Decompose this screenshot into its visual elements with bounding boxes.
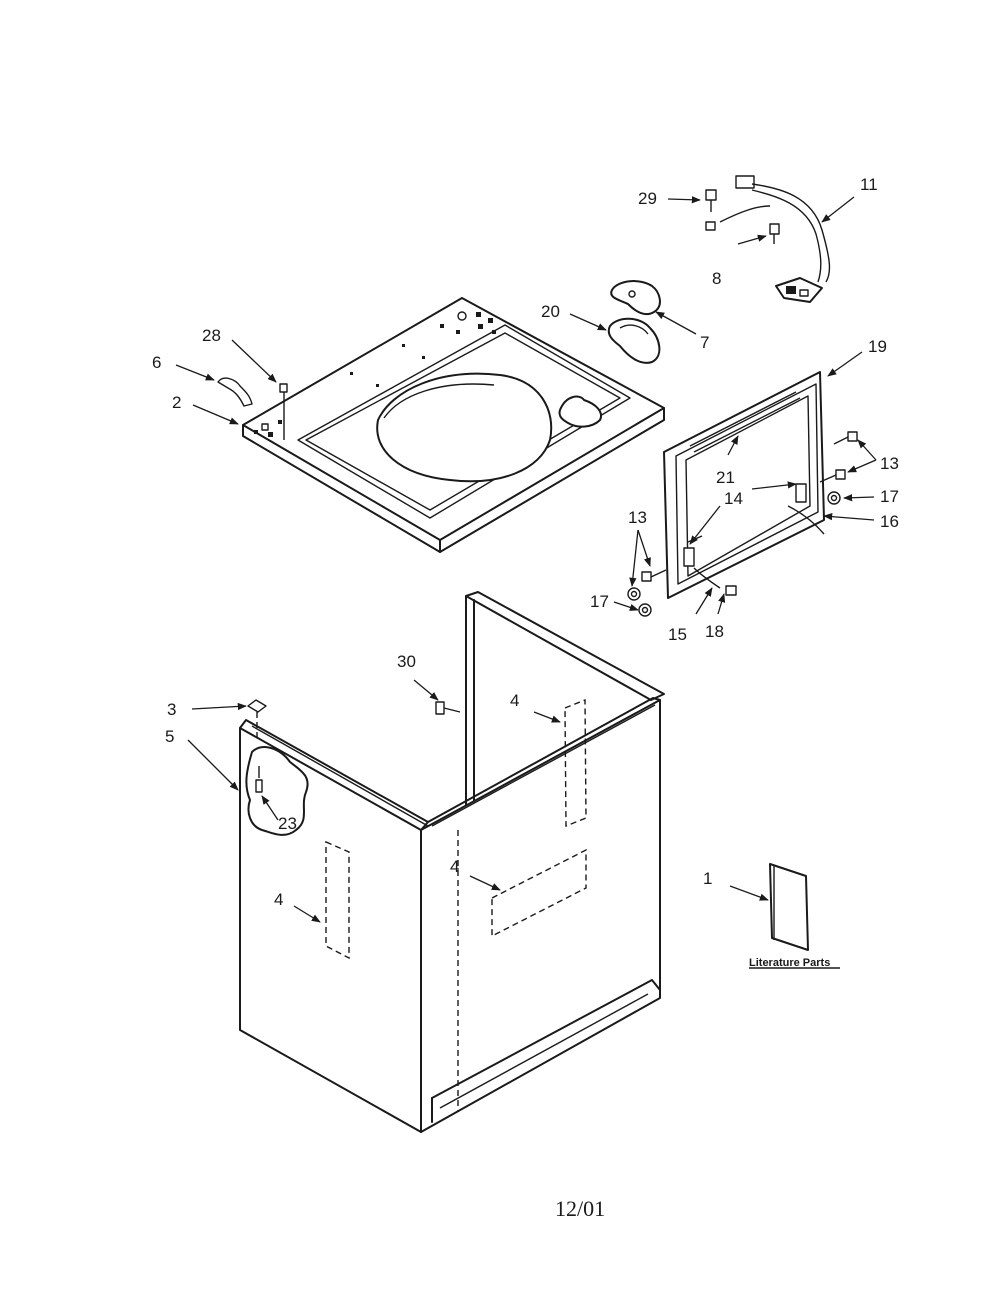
callout-18: 18	[705, 622, 724, 641]
callout-16: 16	[880, 512, 899, 531]
callout-17-right: 17	[880, 487, 899, 506]
label-outline-front	[491, 848, 587, 938]
bumper-icon	[725, 585, 737, 596]
callout-2: 2	[172, 393, 181, 412]
lid-opening	[376, 372, 553, 483]
screw-icon	[435, 701, 461, 715]
lid-switch-harness	[719, 175, 831, 303]
wire-clip-icon	[217, 377, 253, 407]
nut-icon	[638, 603, 652, 617]
screw-icon	[769, 223, 780, 244]
nut-icon	[827, 491, 841, 505]
label-outline-rear	[564, 698, 587, 828]
screw-icon	[705, 189, 717, 231]
callout-arrows	[175, 196, 877, 923]
callout-labels: 29 11 8 20 7 28 6 2 19 13 17 16 21 14 13…	[152, 175, 899, 1221]
hinge-base-icon	[607, 317, 661, 364]
nut-icon	[627, 587, 641, 601]
callout-6: 6	[152, 353, 161, 372]
callout-20: 20	[541, 302, 560, 321]
callout-1: 1	[703, 869, 712, 888]
label-outline-side	[325, 840, 350, 960]
callout-4-rear: 4	[510, 691, 519, 710]
callout-14-upper: 14	[724, 489, 743, 508]
callout-17-left: 17	[590, 592, 609, 611]
clip-icon	[247, 699, 267, 740]
literature-label: Literature Parts	[749, 957, 830, 969]
hinge-cover-icon	[610, 280, 661, 316]
washer-top	[242, 297, 665, 553]
callout-3: 3	[167, 700, 176, 719]
callout-4-side: 4	[274, 890, 283, 909]
callout-19: 19	[868, 337, 887, 356]
callout-11: 11	[860, 175, 878, 194]
callout-8: 8	[712, 269, 721, 288]
callout-4-front: 4	[450, 857, 459, 876]
callout-5: 5	[165, 727, 174, 746]
screw-icon	[833, 431, 858, 445]
literature-booklet	[769, 863, 809, 951]
callout-13-right: 13	[880, 454, 899, 473]
screw-icon	[255, 766, 263, 793]
callout-13-left: 13	[628, 508, 647, 527]
washer-lid	[663, 371, 825, 599]
screw-icon	[641, 569, 667, 582]
callout-7: 7	[700, 333, 709, 352]
callout-21: 21	[716, 468, 735, 487]
screw-icon	[279, 383, 288, 440]
callout-28: 28	[202, 326, 221, 345]
callout-23: 23	[278, 814, 297, 833]
callout-29: 29	[638, 189, 657, 208]
callout-15: 15	[668, 625, 687, 644]
screw-icon	[819, 469, 846, 483]
callout-30: 30	[397, 652, 416, 671]
cabinet	[239, 591, 665, 1133]
cabinet-cutaway	[245, 746, 309, 836]
footer-date: 12/01	[555, 1196, 605, 1221]
